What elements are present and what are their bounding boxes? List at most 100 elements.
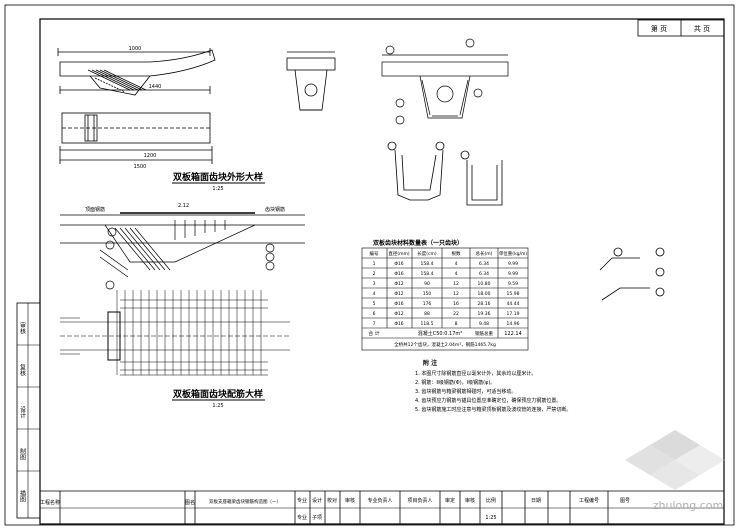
table-cell: 90 — [424, 281, 430, 287]
table-cell: 9.99 — [508, 261, 518, 267]
table-cell: 10.80 — [478, 281, 491, 287]
sidebar-label: 复核 — [19, 363, 26, 377]
view2-elevation — [60, 212, 305, 290]
tb-cell: 项目负责人 — [407, 497, 432, 504]
notes-title: 附 注 — [423, 359, 437, 367]
view2-stirrups — [116, 290, 268, 376]
table-cell: Φ12 — [394, 311, 403, 317]
note-item: 5. 齿块钢筋施工时应注意与箱梁顶板钢筋及波纹管的连接，严禁切断。 — [415, 406, 571, 413]
view2-title: 双板箱面齿块配筋大样 — [173, 388, 263, 400]
scale-label: 比例 — [486, 497, 496, 504]
view1-elevation — [57, 48, 216, 96]
table-cell: 88 — [424, 311, 430, 317]
watermark-logo — [625, 430, 725, 490]
table-cell: 6.34 — [479, 271, 489, 277]
table-cell: 9.48 — [479, 321, 489, 327]
view1-plan — [59, 112, 213, 164]
table-header: 根数 — [452, 250, 461, 257]
sidebar-label: 审核 — [19, 321, 26, 335]
table-cell: 1 — [373, 261, 376, 267]
table-cell: Φ16 — [394, 321, 403, 327]
table-cell: 7 — [373, 321, 376, 327]
drawing-name: 双板支座箱梁齿块钢筋构造图（一） — [209, 498, 281, 505]
view1-section — [286, 51, 336, 111]
title-block-text: 工程名称 图名 双板支座箱梁齿块钢筋构造图（一） 专业 设计 校对 审核 专业负… — [40, 497, 630, 521]
table-cell: 8 — [455, 321, 458, 327]
table-header: 长度(cm) — [417, 250, 437, 257]
dim-span: 1500 — [134, 164, 147, 170]
tb-sub-cell: 专业 — [297, 514, 307, 521]
table-cell: Φ16 — [394, 271, 403, 277]
dim-bottom: 1200 — [144, 153, 157, 159]
tb-cell: 校对 — [327, 497, 337, 504]
sheet-number-box: 第 页 共 页 — [637, 19, 725, 37]
date-label: 日期 — [531, 498, 541, 504]
table-footnote: 全桥共12个齿块，混凝土2.04m³，钢筋1465.7kg — [394, 341, 496, 348]
table-cell: 22 — [453, 311, 459, 317]
table-cell: 18.00 — [478, 291, 491, 297]
sheet-no-label: 图号 — [620, 498, 630, 504]
watermark-text: zhulong.com — [653, 499, 723, 512]
tb-cell: 审核 — [465, 497, 475, 504]
table-cell: 4 — [455, 261, 458, 267]
view1-scale: 1:25 — [212, 186, 223, 192]
table-cell: 158.4 — [421, 271, 434, 277]
notes-list: 1. 本图尺寸除钢筋直径以毫米计外，其余均以厘米计。 2. 钢筋：Ⅱ级钢筋(Φ)… — [415, 370, 571, 413]
table-header: 直径(mm) — [388, 250, 410, 257]
tb-sub-cell: 子项 — [312, 514, 322, 521]
table-cell: 150 — [423, 291, 432, 297]
view2-section — [381, 38, 509, 125]
note-item: 3. 齿块钢筋与箱梁钢筋相碰时，可适当移动。 — [415, 388, 516, 395]
table-header: 编号 — [370, 250, 379, 257]
table-cell: 5 — [373, 301, 376, 307]
table-cell: 3 — [373, 281, 376, 287]
table-cell: 4 — [373, 291, 376, 297]
total-label: 合 计 — [368, 330, 380, 337]
table-cell: 6.34 — [479, 261, 489, 267]
total-label: 共 页 — [694, 24, 710, 33]
sidebar-label: 设计 — [19, 405, 26, 419]
tb-cell: 审核 — [345, 497, 355, 504]
table-header: 单位重(kg/m) — [499, 250, 528, 257]
tb-cell: 审定 — [445, 497, 455, 504]
note-item: 1. 本图尺寸除钢筋直径以毫米计外，其余均以厘米计。 — [415, 370, 536, 377]
sidebar-label: 描图 — [19, 489, 26, 503]
dim-mark1: 2.12 — [178, 203, 189, 209]
rebar-details — [387, 141, 503, 206]
outer-border — [4, 4, 735, 526]
table-cell: 9.99 — [508, 271, 518, 277]
table-cell: 28.16 — [478, 301, 491, 307]
view1-title: 双板箱面齿块外形大样 — [173, 171, 263, 183]
left-sidebar: 审核 复核 设计 制图 描图 — [16, 302, 41, 519]
table-cell: 158.4 — [421, 261, 434, 267]
table-cell: 19.36 — [478, 311, 491, 317]
rebar-left-label: 顶面钢筋 — [85, 206, 105, 213]
view2-plan — [60, 311, 290, 361]
dim-mid: 1440 — [149, 84, 162, 90]
inner-frame — [39, 18, 725, 525]
title-block — [40, 490, 724, 524]
drawing-label: 图名 — [185, 499, 195, 506]
table-cell: 6 — [373, 311, 376, 317]
tb-cell: 专业 — [297, 497, 307, 504]
table-cell: 118.5 — [421, 321, 434, 327]
table-cell: Φ12 — [394, 281, 403, 287]
table-cell: 176 — [423, 301, 432, 307]
table-cell: Φ16 — [394, 301, 403, 307]
table-header: 总长(m) — [476, 250, 493, 257]
table-cell: Φ12 — [394, 291, 403, 297]
number-label: 工程编号 — [579, 497, 599, 504]
table-cell: 17.19 — [507, 311, 520, 317]
rebar-right-label: 齿块钢筋 — [265, 206, 285, 213]
table-cell: 2 — [373, 271, 376, 277]
table-cell: 12 — [453, 281, 459, 287]
right-rebar-details — [599, 247, 665, 301]
dim-top: 1000 — [129, 46, 142, 52]
view2-scale: 1:25 — [212, 403, 223, 409]
table-cell: 9.59 — [508, 281, 518, 287]
table-cell: 16 — [453, 301, 459, 307]
table-headers: 编号 直径(mm) 长度(cm) 根数 总长(m) 单位重(kg/m) — [370, 250, 528, 257]
scale-value: 1:25 — [485, 515, 496, 521]
